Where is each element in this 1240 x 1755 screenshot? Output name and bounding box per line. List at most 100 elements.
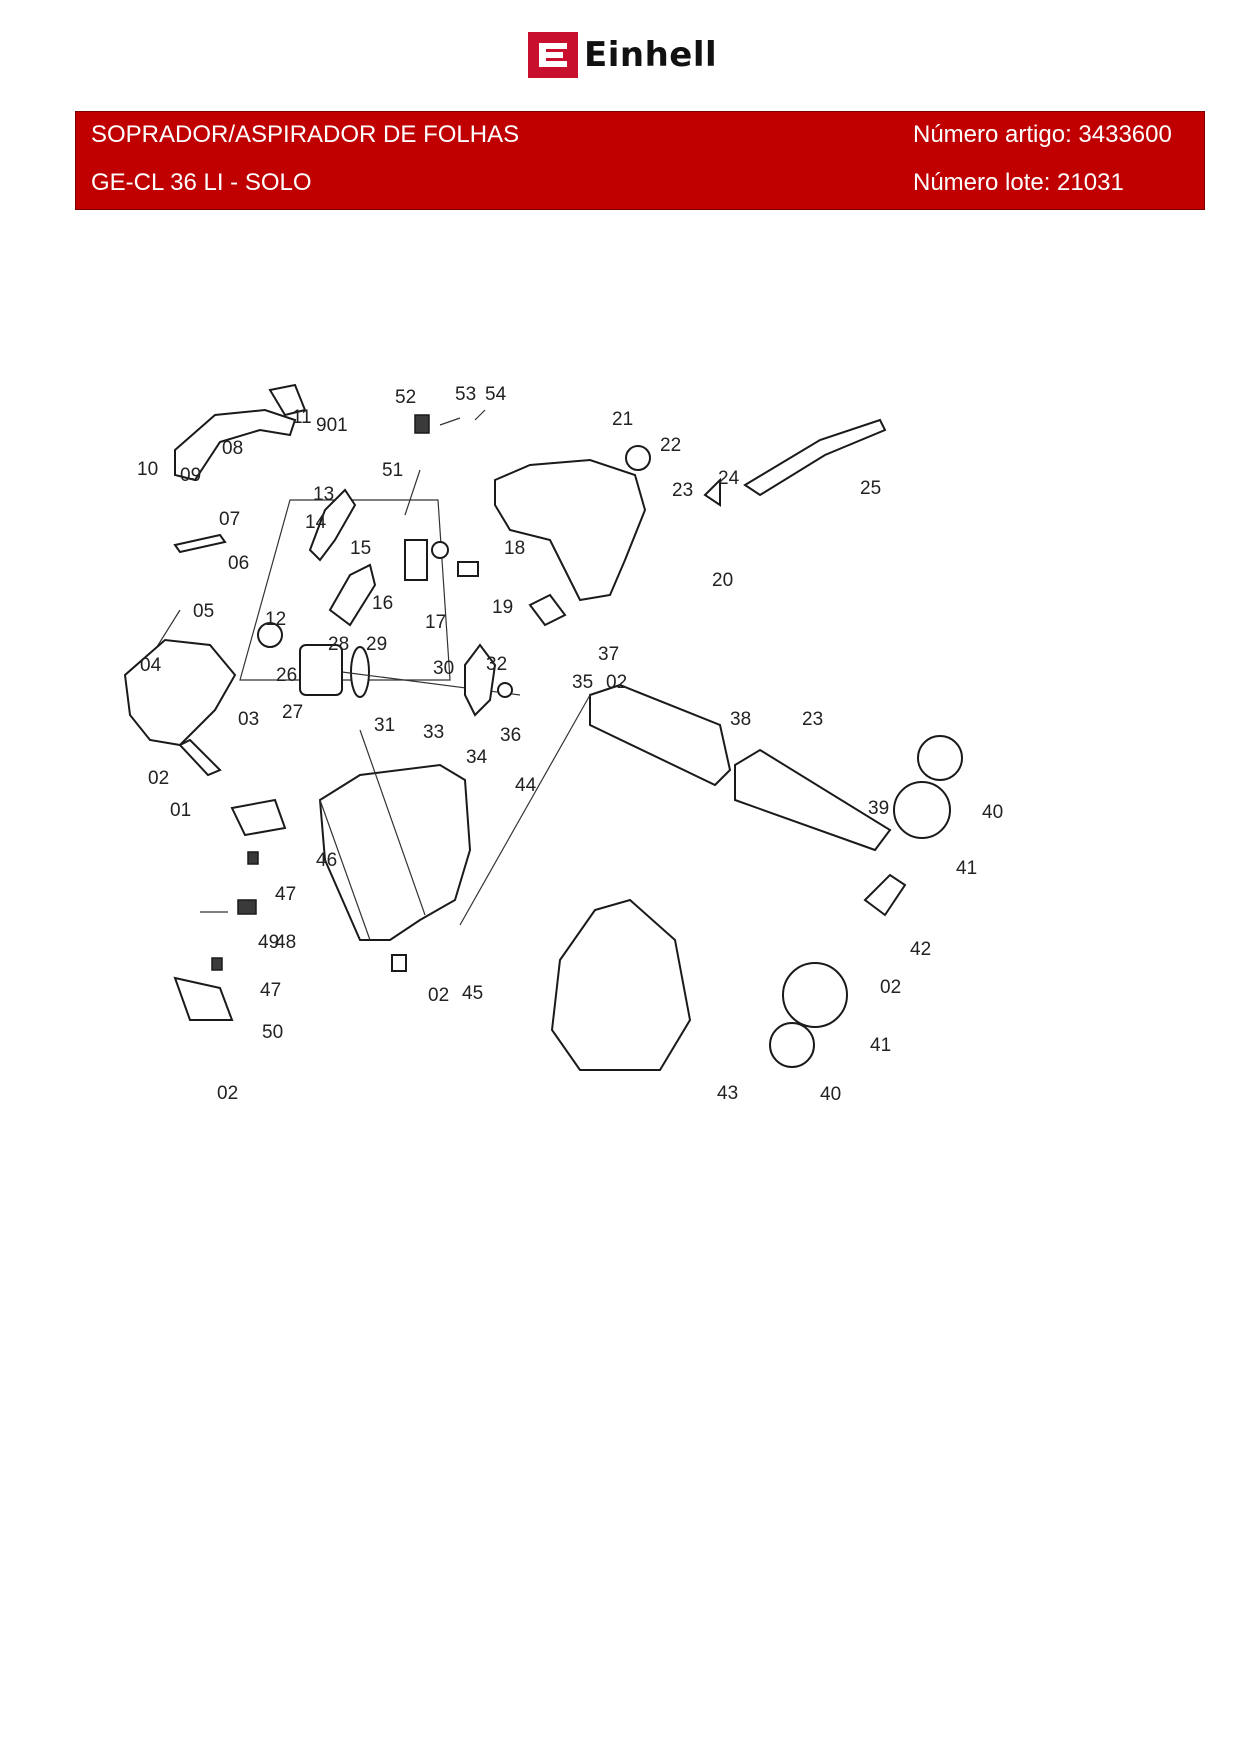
part-label-14: 14	[305, 512, 327, 533]
part-label-52: 52	[395, 387, 416, 408]
part-label-22: 22	[660, 435, 681, 456]
part-label-02: 02	[148, 768, 169, 789]
part-label-51: 51	[382, 460, 403, 481]
model-name: GE-CL 36 LI - SOLO	[91, 169, 312, 196]
wheel-41-upper	[893, 781, 951, 839]
product-name: SOPRADOR/ASPIRADOR DE FOLHAS	[91, 121, 520, 148]
handle-cover-part	[328, 563, 377, 627]
nozzle-adapter-part	[863, 873, 907, 917]
part-label-47: 47	[260, 980, 281, 1001]
part-label-15: 15	[350, 538, 371, 559]
part-label-02: 02	[880, 977, 901, 998]
motor-flange-part	[350, 646, 370, 698]
rod-part	[154, 609, 181, 651]
fan-impeller-part	[464, 643, 497, 717]
part-label-48: 48	[275, 932, 296, 953]
part-label-45: 45	[462, 983, 483, 1004]
part-label-11: 11	[292, 407, 312, 428]
part-label-49: 49	[258, 932, 279, 953]
lot-number: Número lote: 21031	[913, 169, 1124, 196]
part-label-06: 06	[228, 553, 249, 574]
part-label-47: 47	[275, 884, 296, 905]
part-label-26: 26	[276, 665, 297, 686]
part-label-03: 03	[238, 709, 259, 730]
motor-part	[299, 644, 343, 696]
collection-bag-part	[550, 898, 692, 1071]
part-label-30: 30	[433, 658, 454, 679]
clip-part	[431, 541, 449, 559]
part-label-901: 901	[316, 415, 348, 436]
part-label-50: 50	[262, 1022, 283, 1043]
part-label-40: 40	[820, 1084, 841, 1105]
part-label-07: 07	[219, 509, 240, 530]
part-label-38: 38	[730, 709, 751, 730]
lower-housing-part	[318, 763, 472, 941]
part-label-35: 35	[572, 672, 593, 693]
brand-name: Einhell	[584, 35, 718, 75]
part-label-54: 54	[485, 384, 507, 405]
part-label-24: 24	[718, 468, 740, 489]
shoulder-strap-part	[743, 418, 887, 497]
handle-shell-part	[308, 488, 357, 562]
spring-rod-part	[404, 469, 421, 516]
part-label-20: 20	[712, 570, 733, 591]
part-label-02: 02	[217, 1083, 238, 1104]
switch-part	[414, 414, 430, 434]
part-label-01: 01	[170, 800, 191, 821]
part-label-32: 32	[486, 654, 507, 675]
latch-45-part	[391, 954, 407, 972]
part-label-25: 25	[860, 478, 881, 499]
part-label-04: 04	[140, 655, 162, 676]
strip-01-part	[178, 738, 222, 777]
part-label-34: 34	[466, 747, 488, 768]
cover-37-part	[528, 593, 567, 627]
part-label-41: 41	[956, 858, 977, 879]
part-label-23: 23	[672, 480, 693, 501]
assembly-901-outline	[239, 499, 451, 681]
right-housing-part	[494, 458, 647, 602]
washer-part	[497, 682, 513, 698]
part-label-16: 16	[372, 593, 393, 614]
battery-contact-part	[404, 539, 428, 581]
button-47-upper	[247, 851, 259, 865]
wheel-cap-40-lower	[769, 1022, 815, 1068]
knob-part	[257, 622, 283, 648]
part-label-21: 21	[612, 409, 633, 430]
button-47-lower	[211, 957, 223, 971]
part-label-42: 42	[910, 939, 931, 960]
einhell-logo-icon	[528, 32, 578, 78]
wheel-cap-40-upper	[917, 735, 963, 781]
part-label-43: 43	[717, 1083, 738, 1104]
clip-24-part	[703, 477, 721, 507]
handle-part	[174, 408, 297, 482]
wheel-41-lower	[782, 962, 848, 1028]
part-label-53: 53	[455, 384, 476, 405]
switch-48-part	[237, 899, 257, 915]
lever-part	[173, 533, 227, 554]
handle-strip-part	[268, 383, 307, 417]
part-label-02: 02	[428, 985, 449, 1006]
logo-e-mark	[539, 43, 567, 67]
part-label-09: 09	[180, 465, 201, 486]
part-label-27: 27	[282, 702, 303, 723]
part-label-19: 19	[492, 597, 513, 618]
part-label-05: 05	[193, 601, 214, 622]
part-label-28: 28	[328, 634, 349, 655]
connector-part	[457, 561, 479, 577]
part-label-36: 36	[500, 725, 521, 746]
part-label-39: 39	[868, 798, 889, 819]
part-label-13: 13	[313, 484, 334, 505]
part-label-10: 10	[137, 459, 158, 480]
blower-tube-lower-part	[734, 748, 892, 852]
spring-part	[439, 409, 486, 426]
battery-cover-50-part	[173, 976, 234, 1021]
blower-tube-upper-part	[589, 683, 732, 787]
part-label-12: 12	[265, 609, 286, 630]
left-housing-part	[123, 638, 237, 747]
part-label-46: 46	[316, 850, 337, 871]
part-label-40: 40	[982, 802, 1003, 823]
article-number: Número artigo: 3433600	[913, 121, 1172, 148]
brand-logo: Einhell	[528, 32, 744, 78]
